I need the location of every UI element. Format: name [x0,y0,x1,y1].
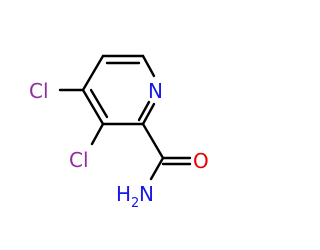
pyridine-ring [58,54,192,181]
pyridine-nitrogen-label: N [148,79,163,103]
bond-n1-c2-inner [137,100,151,122]
molecule-diagram: Cl Cl N O H 2 N [29,54,209,211]
chlorine-upper-label: Cl [29,79,49,103]
amide-h-subscript: 2 [131,196,139,211]
bond-c3-cl [90,122,105,146]
chlorine-lower-label: Cl [69,148,89,172]
structure-canvas: Cl Cl N O H 2 N [29,54,209,211]
bond-c3-c4 [81,88,105,126]
oxygen-label: O [193,149,209,173]
bond-n1-c2 [141,102,156,126]
amide-h-label: H [116,182,131,206]
bond-c4-c5 [81,54,105,92]
bond-c2-ccarbonyl [141,122,165,160]
bond-c6-n1 [141,54,156,78]
bond-c-namide [149,156,165,181]
bond-c3-c4-inner [89,88,109,119]
amide-n-label: N [139,182,154,206]
